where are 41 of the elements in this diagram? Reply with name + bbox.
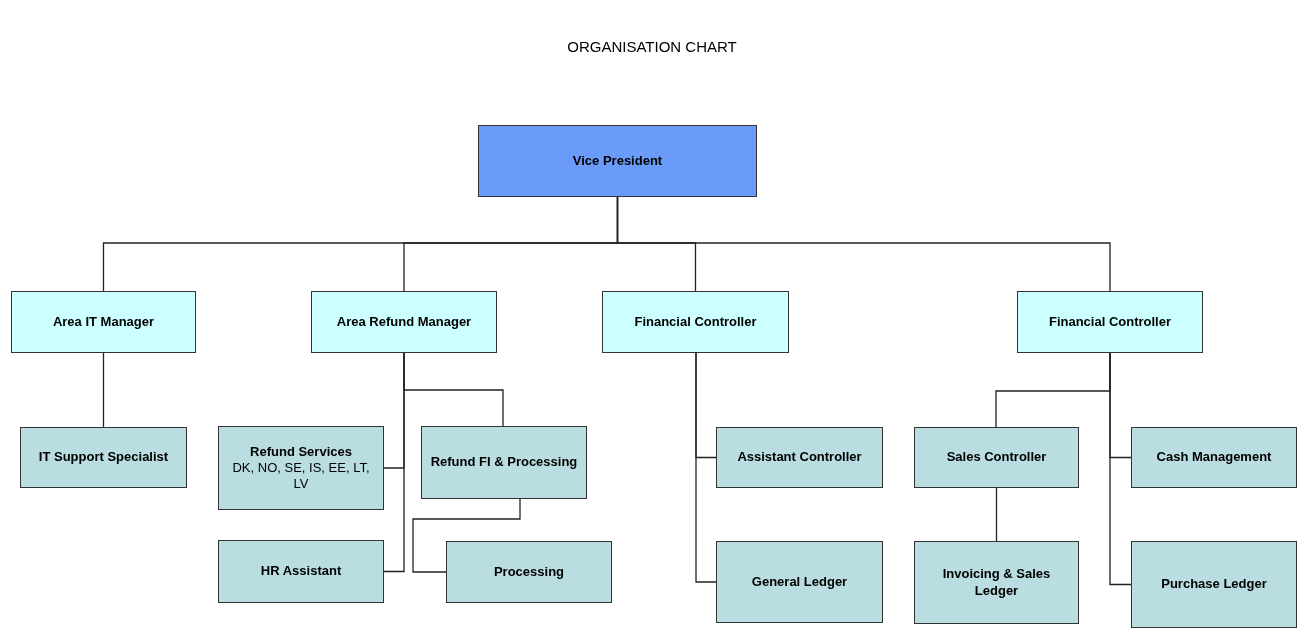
role-box <box>1017 291 1203 353</box>
connector-line <box>695 352 717 583</box>
role-title: Vice President <box>572 152 663 170</box>
role-box <box>218 426 384 510</box>
role-title: Assistant Controller <box>737 449 862 466</box>
role-box <box>716 541 883 623</box>
role-title: General Ledger <box>751 573 848 591</box>
role-title: Sales Controller <box>946 449 1047 466</box>
role-box <box>218 540 384 603</box>
role-box <box>716 427 883 488</box>
role-title: Processing <box>493 563 565 581</box>
chart-title: ORGANISATION CHART <box>567 38 737 55</box>
connector-line <box>383 352 405 573</box>
role-box <box>446 541 612 603</box>
role-title: Purchase Ledger <box>1161 576 1267 593</box>
role-box <box>421 426 587 499</box>
role-title: Refund FI & Processing <box>430 454 578 471</box>
role-title: Area Refund Manager <box>336 313 472 331</box>
role-box <box>914 427 1079 488</box>
role-title: Refund Services <box>250 443 352 460</box>
role-title: HR Assistant <box>260 563 342 580</box>
role-detail: DK, NO, SE, IS, EE, LT, LV <box>231 459 371 493</box>
role-title: Financial Controller <box>634 313 757 331</box>
role-title: Cash Management <box>1156 449 1272 466</box>
role-box <box>602 291 789 353</box>
connector-line <box>1109 352 1132 586</box>
role-box <box>20 427 187 488</box>
connector-line <box>616 196 1111 292</box>
connector-line <box>102 352 105 428</box>
role-box <box>914 541 1079 624</box>
role-box <box>1131 427 1297 488</box>
role-box <box>11 291 196 353</box>
role-title: Invoicing & Sales Ledger <box>941 566 1052 599</box>
role-box <box>311 291 497 353</box>
role-box <box>1131 541 1297 628</box>
connector-line <box>412 498 521 573</box>
connector-line <box>995 487 998 542</box>
role-box <box>478 125 757 197</box>
role-title: Financial Controller <box>1048 313 1172 331</box>
role-title: IT Support Specialist <box>38 449 169 466</box>
role-title: Area IT Manager <box>52 313 155 331</box>
